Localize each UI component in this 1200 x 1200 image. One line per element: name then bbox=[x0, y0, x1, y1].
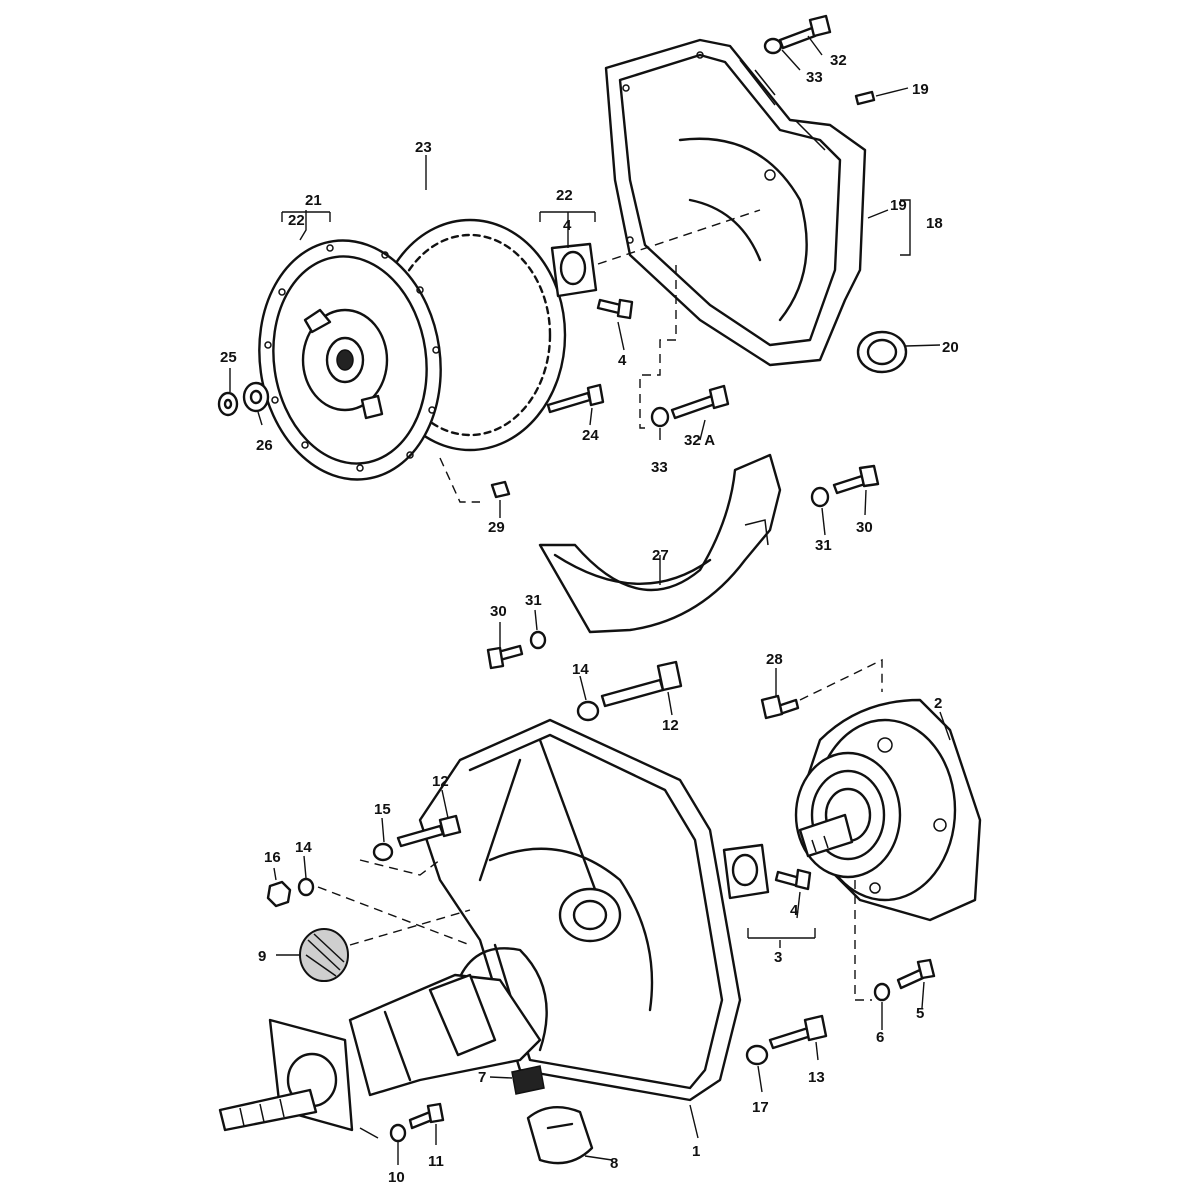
seal-20 bbox=[856, 330, 908, 374]
callout-33-top: 33 bbox=[806, 69, 823, 86]
washer-14-top bbox=[576, 700, 600, 722]
clamp-3 bbox=[722, 843, 770, 900]
callout-22-right: 22 bbox=[556, 187, 573, 204]
callout-12-mid: 12 bbox=[432, 773, 449, 790]
bolt-32 bbox=[763, 14, 832, 55]
callout-32: 32 bbox=[830, 52, 847, 69]
callout-33-mid: 33 bbox=[651, 459, 668, 476]
washer-31-right bbox=[810, 486, 830, 508]
callout-22-left: 22 bbox=[288, 212, 305, 229]
callout-1: 1 bbox=[692, 1143, 700, 1160]
callout-31-left: 31 bbox=[525, 592, 542, 609]
torque-converter-plate bbox=[258, 239, 442, 481]
pin-19 bbox=[854, 90, 876, 106]
callout-26: 26 bbox=[256, 437, 273, 454]
washer-17 bbox=[745, 1044, 769, 1066]
bushing-26 bbox=[242, 381, 270, 413]
callout-12-top: 12 bbox=[662, 717, 679, 734]
callout-23: 23 bbox=[415, 139, 432, 156]
callout-30-right: 30 bbox=[856, 519, 873, 536]
callout-24: 24 bbox=[582, 427, 599, 444]
callout-20: 20 bbox=[942, 339, 959, 356]
output-shaft-housing bbox=[348, 973, 542, 1097]
leader-lines bbox=[229, 35, 951, 1165]
callout-4-mid: 4 bbox=[618, 352, 627, 369]
bolt-12-mid bbox=[396, 814, 462, 848]
callout-27: 27 bbox=[652, 547, 669, 564]
washer-31-left bbox=[529, 630, 547, 650]
bolt-24 bbox=[546, 383, 605, 414]
callout-19-top: 19 bbox=[912, 81, 929, 98]
callout-4-top: 4 bbox=[563, 217, 572, 234]
bell-housing bbox=[604, 38, 867, 367]
bolt-30-right bbox=[832, 464, 880, 495]
callout-14-top: 14 bbox=[572, 661, 589, 678]
callout-7: 7 bbox=[478, 1069, 486, 1086]
callout-19-bracket: 19 bbox=[890, 197, 907, 214]
bolt-4-top bbox=[596, 298, 634, 320]
washer-6 bbox=[873, 982, 891, 1002]
pump-body bbox=[794, 751, 902, 879]
callout-3: 3 bbox=[774, 949, 782, 966]
washer-10 bbox=[389, 1123, 407, 1143]
flange bbox=[218, 1018, 354, 1132]
plug-7 bbox=[511, 1065, 545, 1095]
callout-30-left: 30 bbox=[490, 603, 507, 620]
callout-29: 29 bbox=[488, 519, 505, 536]
callout-21: 21 bbox=[305, 192, 322, 209]
callout-9: 9 bbox=[258, 948, 266, 965]
bolt-4-bottom bbox=[774, 868, 812, 891]
bolt-28 bbox=[760, 694, 800, 720]
callout-5: 5 bbox=[916, 1005, 924, 1022]
callout-25: 25 bbox=[220, 349, 237, 366]
nut-16 bbox=[266, 880, 292, 908]
callout-28: 28 bbox=[766, 651, 783, 668]
bolt-12-top bbox=[600, 660, 683, 708]
washer-15 bbox=[372, 842, 394, 862]
callout-16: 16 bbox=[264, 849, 281, 866]
callout-13: 13 bbox=[808, 1069, 825, 1086]
callout-18: 18 bbox=[926, 215, 943, 232]
bolt-13 bbox=[768, 1014, 828, 1050]
callout-32a: 32 A bbox=[684, 432, 715, 449]
callout-15: 15 bbox=[374, 801, 391, 818]
bolt-5 bbox=[896, 958, 936, 990]
callout-11: 11 bbox=[428, 1153, 444, 1170]
clamp-22 bbox=[550, 242, 598, 298]
callout-14-left: 14 bbox=[295, 839, 312, 856]
callout-2: 2 bbox=[934, 695, 942, 712]
washer-25 bbox=[217, 391, 239, 417]
callout-6: 6 bbox=[876, 1029, 884, 1046]
dowel-29 bbox=[490, 480, 511, 499]
dust-cover-27 bbox=[538, 453, 782, 634]
callout-17: 17 bbox=[752, 1099, 769, 1116]
callout-31-right: 31 bbox=[815, 537, 832, 554]
bolt-30-left bbox=[486, 644, 524, 670]
bolt-32a bbox=[650, 384, 730, 428]
callout-4-bottom: 4 bbox=[790, 902, 799, 919]
mount-8 bbox=[526, 1106, 594, 1165]
bolt-11 bbox=[408, 1102, 445, 1130]
callout-10: 10 bbox=[388, 1169, 405, 1186]
washer-14-left bbox=[297, 877, 315, 897]
filter-9 bbox=[299, 928, 349, 982]
callout-8: 8 bbox=[610, 1155, 618, 1172]
